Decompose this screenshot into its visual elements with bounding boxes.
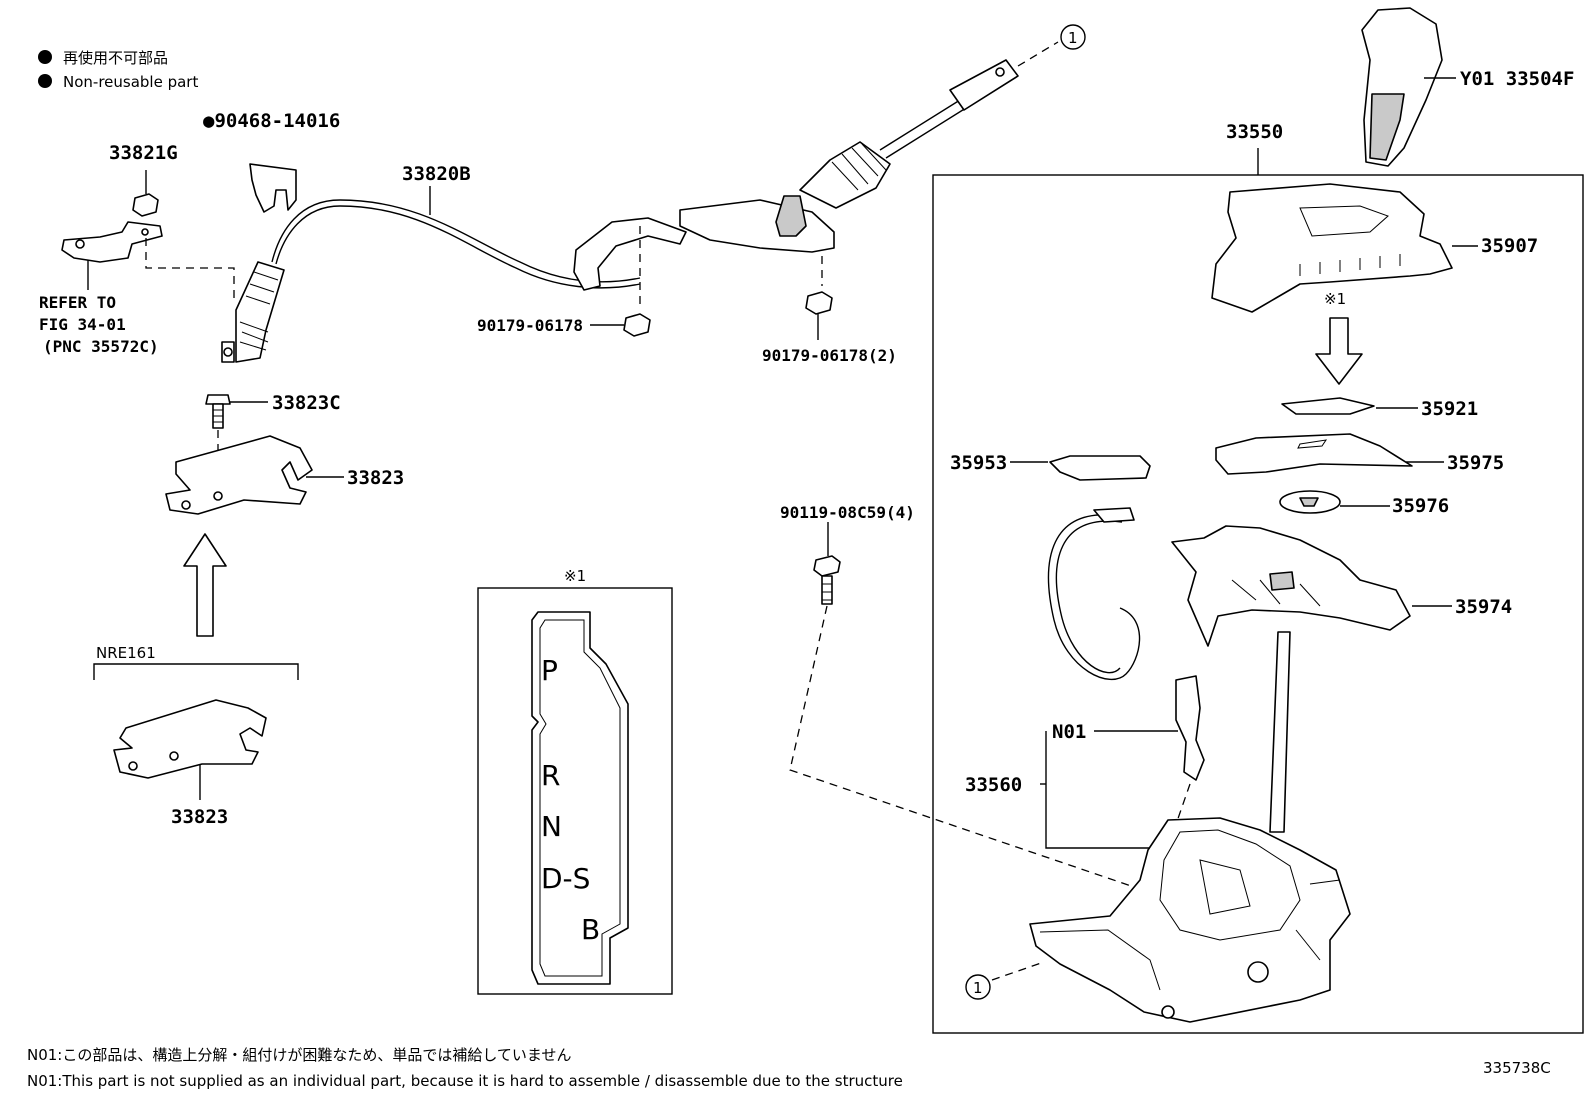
label-nre161: NRE161 bbox=[96, 644, 156, 662]
gate-n: N bbox=[541, 810, 562, 843]
reference-circle-top: 1 bbox=[1060, 24, 1086, 50]
label-35907: 35907 bbox=[1481, 235, 1538, 257]
lever-base-33560 bbox=[991, 631, 1351, 1023]
gate-ds: D-S bbox=[541, 862, 590, 895]
label-33823c: 33823C bbox=[272, 392, 341, 414]
indicator-housing-35907 bbox=[1211, 183, 1478, 313]
label-35976: 35976 bbox=[1392, 495, 1449, 517]
assembly-box-33550 bbox=[932, 148, 1584, 1034]
refer-line-2: FIG 34-01 bbox=[39, 315, 126, 334]
legend-line-jp: 再使用不可部品 bbox=[63, 49, 168, 67]
label-35975: 35975 bbox=[1447, 452, 1504, 474]
label-33560: 33560 bbox=[965, 774, 1022, 796]
bolt-90119 bbox=[789, 522, 1291, 941]
label-33823-bottom: 33823 bbox=[171, 806, 228, 828]
refer-line-3: (PNC 35572C) bbox=[43, 337, 159, 356]
label-n01: N01 bbox=[1052, 721, 1086, 743]
bolt-33823c bbox=[205, 394, 268, 495]
label-90468: ●90468-14016 bbox=[203, 110, 340, 132]
gate-inset: P R N D-S B bbox=[477, 587, 673, 995]
nre161-bracket bbox=[93, 663, 299, 680]
ref-mark-top: ※1 bbox=[1324, 290, 1346, 308]
non-reusable-bullet-icon bbox=[38, 74, 52, 88]
non-reusable-bullet-icon bbox=[38, 50, 52, 64]
reference-circle-bottom: 1 bbox=[965, 974, 991, 1000]
gate-b: B bbox=[581, 913, 600, 946]
label-35953: 35953 bbox=[950, 452, 1007, 474]
circle-1-bottom-text: 1 bbox=[973, 979, 983, 997]
slider-35976 bbox=[1279, 490, 1390, 514]
legend: 再使用不可部品 Non-reusable part bbox=[38, 49, 198, 91]
footer-note-en: N01:This part is not supplied as an indi… bbox=[27, 1072, 903, 1090]
plate-35975 bbox=[1215, 433, 1444, 475]
label-90179-a: 90179-06178 bbox=[477, 316, 583, 335]
plate-35921 bbox=[1281, 397, 1418, 415]
cover-35953 bbox=[1010, 455, 1151, 481]
nut-90179-b bbox=[805, 291, 833, 340]
label-y01: Y01 33504F bbox=[1460, 68, 1574, 90]
figure-code: 335738C bbox=[1483, 1059, 1551, 1077]
clip-90468 bbox=[249, 163, 297, 213]
nut-90179-a bbox=[590, 313, 651, 337]
label-33821g: 33821G bbox=[109, 142, 178, 164]
clip-n01 bbox=[1094, 675, 1205, 831]
label-33820b: 33820B bbox=[402, 163, 471, 185]
label-33550: 33550 bbox=[1226, 121, 1283, 143]
arrow-down-icon bbox=[1315, 317, 1363, 385]
nut-33821g bbox=[132, 170, 159, 217]
bracket-33823-bottom bbox=[113, 699, 267, 800]
legend-line-en: Non-reusable part bbox=[63, 73, 198, 91]
housing-35974 bbox=[1171, 525, 1452, 647]
wire-harness bbox=[1047, 507, 1141, 681]
gate-p: P bbox=[541, 654, 558, 687]
bracket-33823-top bbox=[165, 435, 344, 515]
shift-knob bbox=[1361, 7, 1456, 167]
inset-mark: ※1 bbox=[564, 567, 586, 585]
footer-note-jp: N01:この部品は、構造上分解・組付けが困難なため、単品では補給していません bbox=[27, 1046, 571, 1064]
label-35974: 35974 bbox=[1455, 596, 1512, 618]
cable-33820b bbox=[221, 41, 1059, 363]
label-35921: 35921 bbox=[1421, 398, 1478, 420]
bracket-refer bbox=[61, 221, 235, 300]
gate-r: R bbox=[541, 759, 560, 792]
arrow-up-icon bbox=[183, 533, 227, 637]
refer-line-1: REFER TO bbox=[39, 293, 116, 312]
label-33823-top: 33823 bbox=[347, 467, 404, 489]
label-90119: 90119-08C59(4) bbox=[780, 503, 915, 522]
circle-1-top-text: 1 bbox=[1068, 29, 1078, 47]
label-90179-b: 90179-06178(2) bbox=[762, 346, 897, 365]
